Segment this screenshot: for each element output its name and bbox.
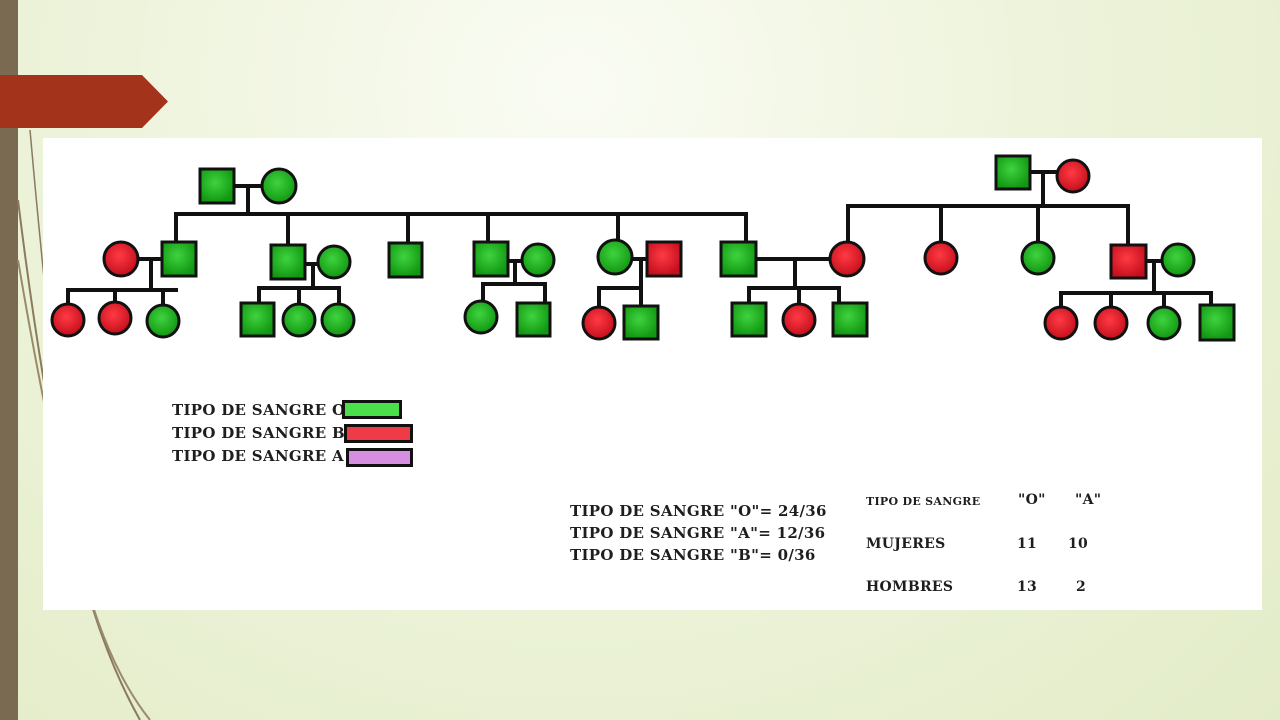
male-blood-b	[645, 240, 683, 278]
female-blood-b	[781, 302, 817, 338]
female-blood-o	[463, 299, 499, 335]
table-col-o: "O"	[1018, 492, 1046, 508]
female-blood-o	[316, 244, 352, 280]
female-blood-b	[828, 240, 866, 278]
female-blood-o	[520, 242, 556, 278]
male-blood-o	[387, 241, 424, 279]
pedigree-chart	[50, 154, 1236, 342]
male-blood-o	[622, 304, 660, 341]
stat-line-o: TIPO DE SANGRE "O"= 24/36	[570, 502, 827, 520]
male-blood-o	[730, 301, 768, 338]
pedigree-lines	[66, 170, 1213, 310]
female-blood-b	[923, 240, 959, 276]
male-blood-o	[719, 240, 758, 278]
male-blood-o	[994, 154, 1032, 191]
table-header-label: TIPO DE SANGRE	[866, 495, 981, 508]
male-blood-o	[269, 243, 307, 281]
female-blood-o	[320, 302, 356, 338]
legend-label-o: TIPO DE SANGRE O	[172, 401, 346, 419]
stat-line-a: TIPO DE SANGRE "A"= 12/36	[570, 524, 826, 542]
legend-swatch-a	[346, 448, 413, 467]
male-blood-b	[1109, 243, 1148, 280]
female-blood-o	[145, 303, 181, 339]
table-cell-mujeres-a: 10	[1068, 536, 1089, 552]
female-blood-b	[1043, 305, 1079, 341]
legend-label-b: TIPO DE SANGRE B	[172, 424, 346, 442]
female-blood-o	[281, 302, 317, 338]
left-side-bar	[0, 0, 18, 720]
female-blood-b	[1093, 305, 1129, 341]
male-blood-o	[831, 301, 869, 338]
table-row-label-hombres: HOMBRES	[866, 579, 954, 595]
male-blood-o	[472, 240, 510, 278]
female-blood-o	[1160, 242, 1196, 278]
table-col-a: "A"	[1075, 492, 1102, 508]
legend-label-a: TIPO DE SANGRE A	[172, 447, 344, 465]
table-cell-mujeres-o: 11	[1017, 536, 1038, 552]
female-blood-b	[1055, 158, 1091, 194]
female-blood-o	[1146, 305, 1182, 341]
male-blood-o	[239, 301, 276, 338]
male-blood-o	[1198, 303, 1236, 342]
table-cell-hombres-a: 2	[1076, 579, 1087, 595]
female-blood-b	[581, 305, 617, 341]
male-blood-o	[515, 301, 552, 338]
female-blood-o	[596, 238, 634, 276]
female-blood-b	[50, 302, 86, 338]
legend-swatch-b	[344, 424, 413, 443]
table-cell-hombres-o: 13	[1017, 579, 1038, 595]
male-blood-o	[198, 167, 236, 205]
female-blood-b	[97, 300, 133, 336]
title-tab-shape	[0, 75, 168, 128]
female-blood-b	[102, 240, 140, 278]
female-blood-o	[260, 167, 298, 205]
male-blood-o	[160, 240, 198, 278]
content-panel: TIPO DE SANGRE O TIPO DE SANGRE B TIPO D…	[43, 138, 1262, 610]
stat-line-b: TIPO DE SANGRE "B"= 0/36	[570, 546, 816, 564]
table-row-label-mujeres: MUJERES	[866, 536, 946, 552]
female-blood-o	[1020, 240, 1056, 276]
legend-swatch-o	[342, 400, 402, 419]
